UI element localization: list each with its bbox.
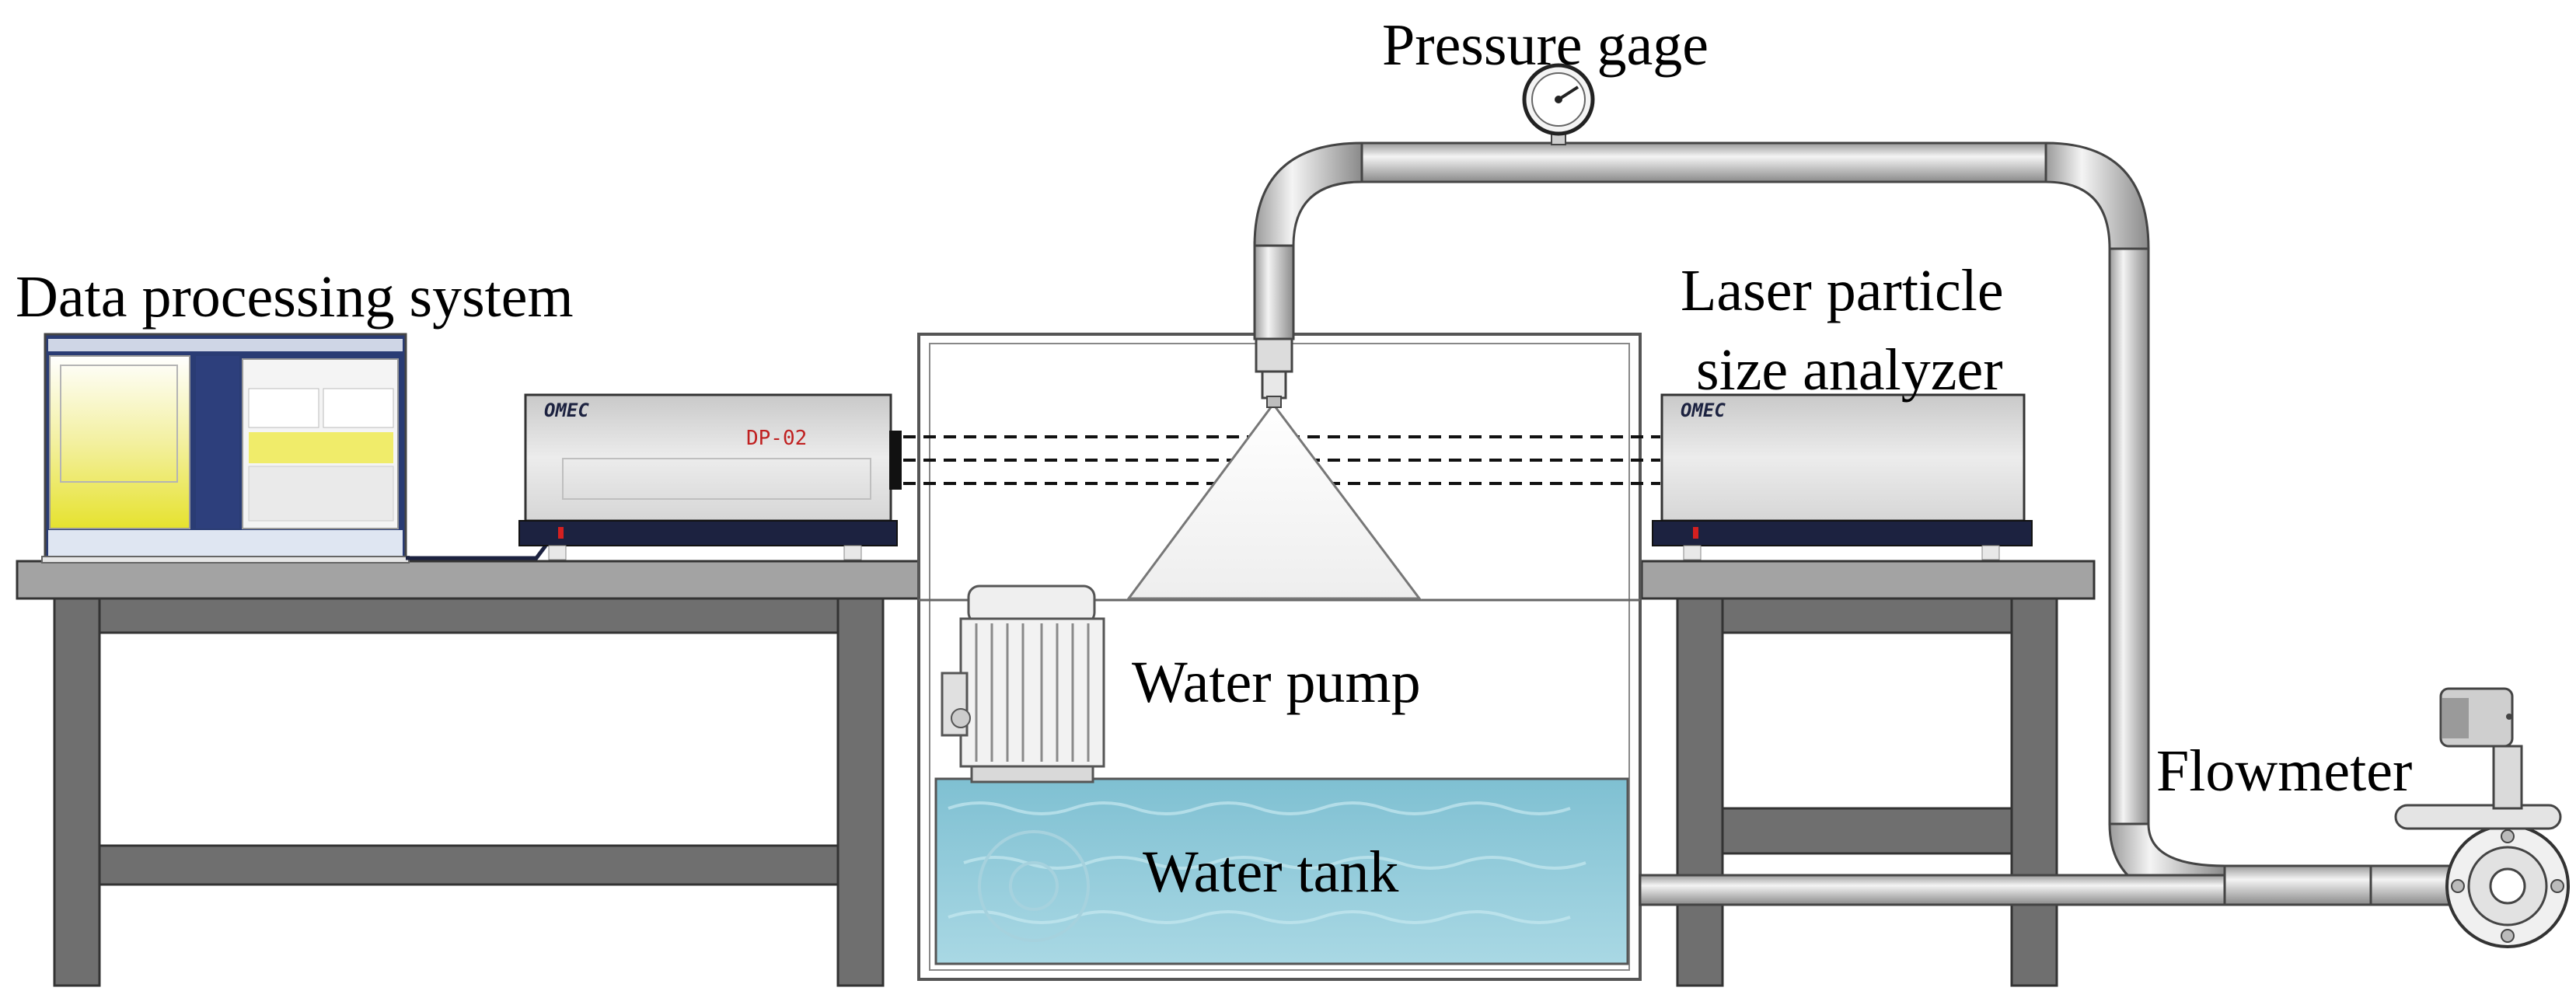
pressure-gage-icon <box>1522 63 1595 145</box>
spray-nozzle <box>1126 336 1422 600</box>
laser-analyzer-label-line1: Laser particle <box>1681 258 2004 323</box>
flowmeter-icon <box>2394 687 2570 948</box>
laser-emitter: OMEC DP-02 <box>518 393 902 560</box>
laser-receiver: OMEC <box>1652 393 2033 560</box>
pressure-gage-label: Pressure gage <box>1382 12 1709 78</box>
receiver-brand: OMEC <box>1681 400 1726 421</box>
flowmeter-label: Flowmeter <box>2156 738 2413 804</box>
data-processing-label: Data processing system <box>16 264 574 330</box>
water-body <box>934 777 1629 965</box>
left-table <box>16 560 920 987</box>
water-pump-label: Water pump <box>1132 650 1421 715</box>
laser-beam <box>903 435 1660 485</box>
monitor <box>41 333 547 564</box>
laser-analyzer-label-line2: size analyzer <box>1696 337 2003 403</box>
emitter-model-label: DP-02 <box>746 427 807 450</box>
pipe-system <box>1253 141 2469 906</box>
water-pump <box>941 585 1105 783</box>
right-table <box>1640 560 2096 987</box>
water-tank-label: Water tank <box>1143 839 1399 905</box>
emitter-brand: OMEC <box>544 400 589 421</box>
